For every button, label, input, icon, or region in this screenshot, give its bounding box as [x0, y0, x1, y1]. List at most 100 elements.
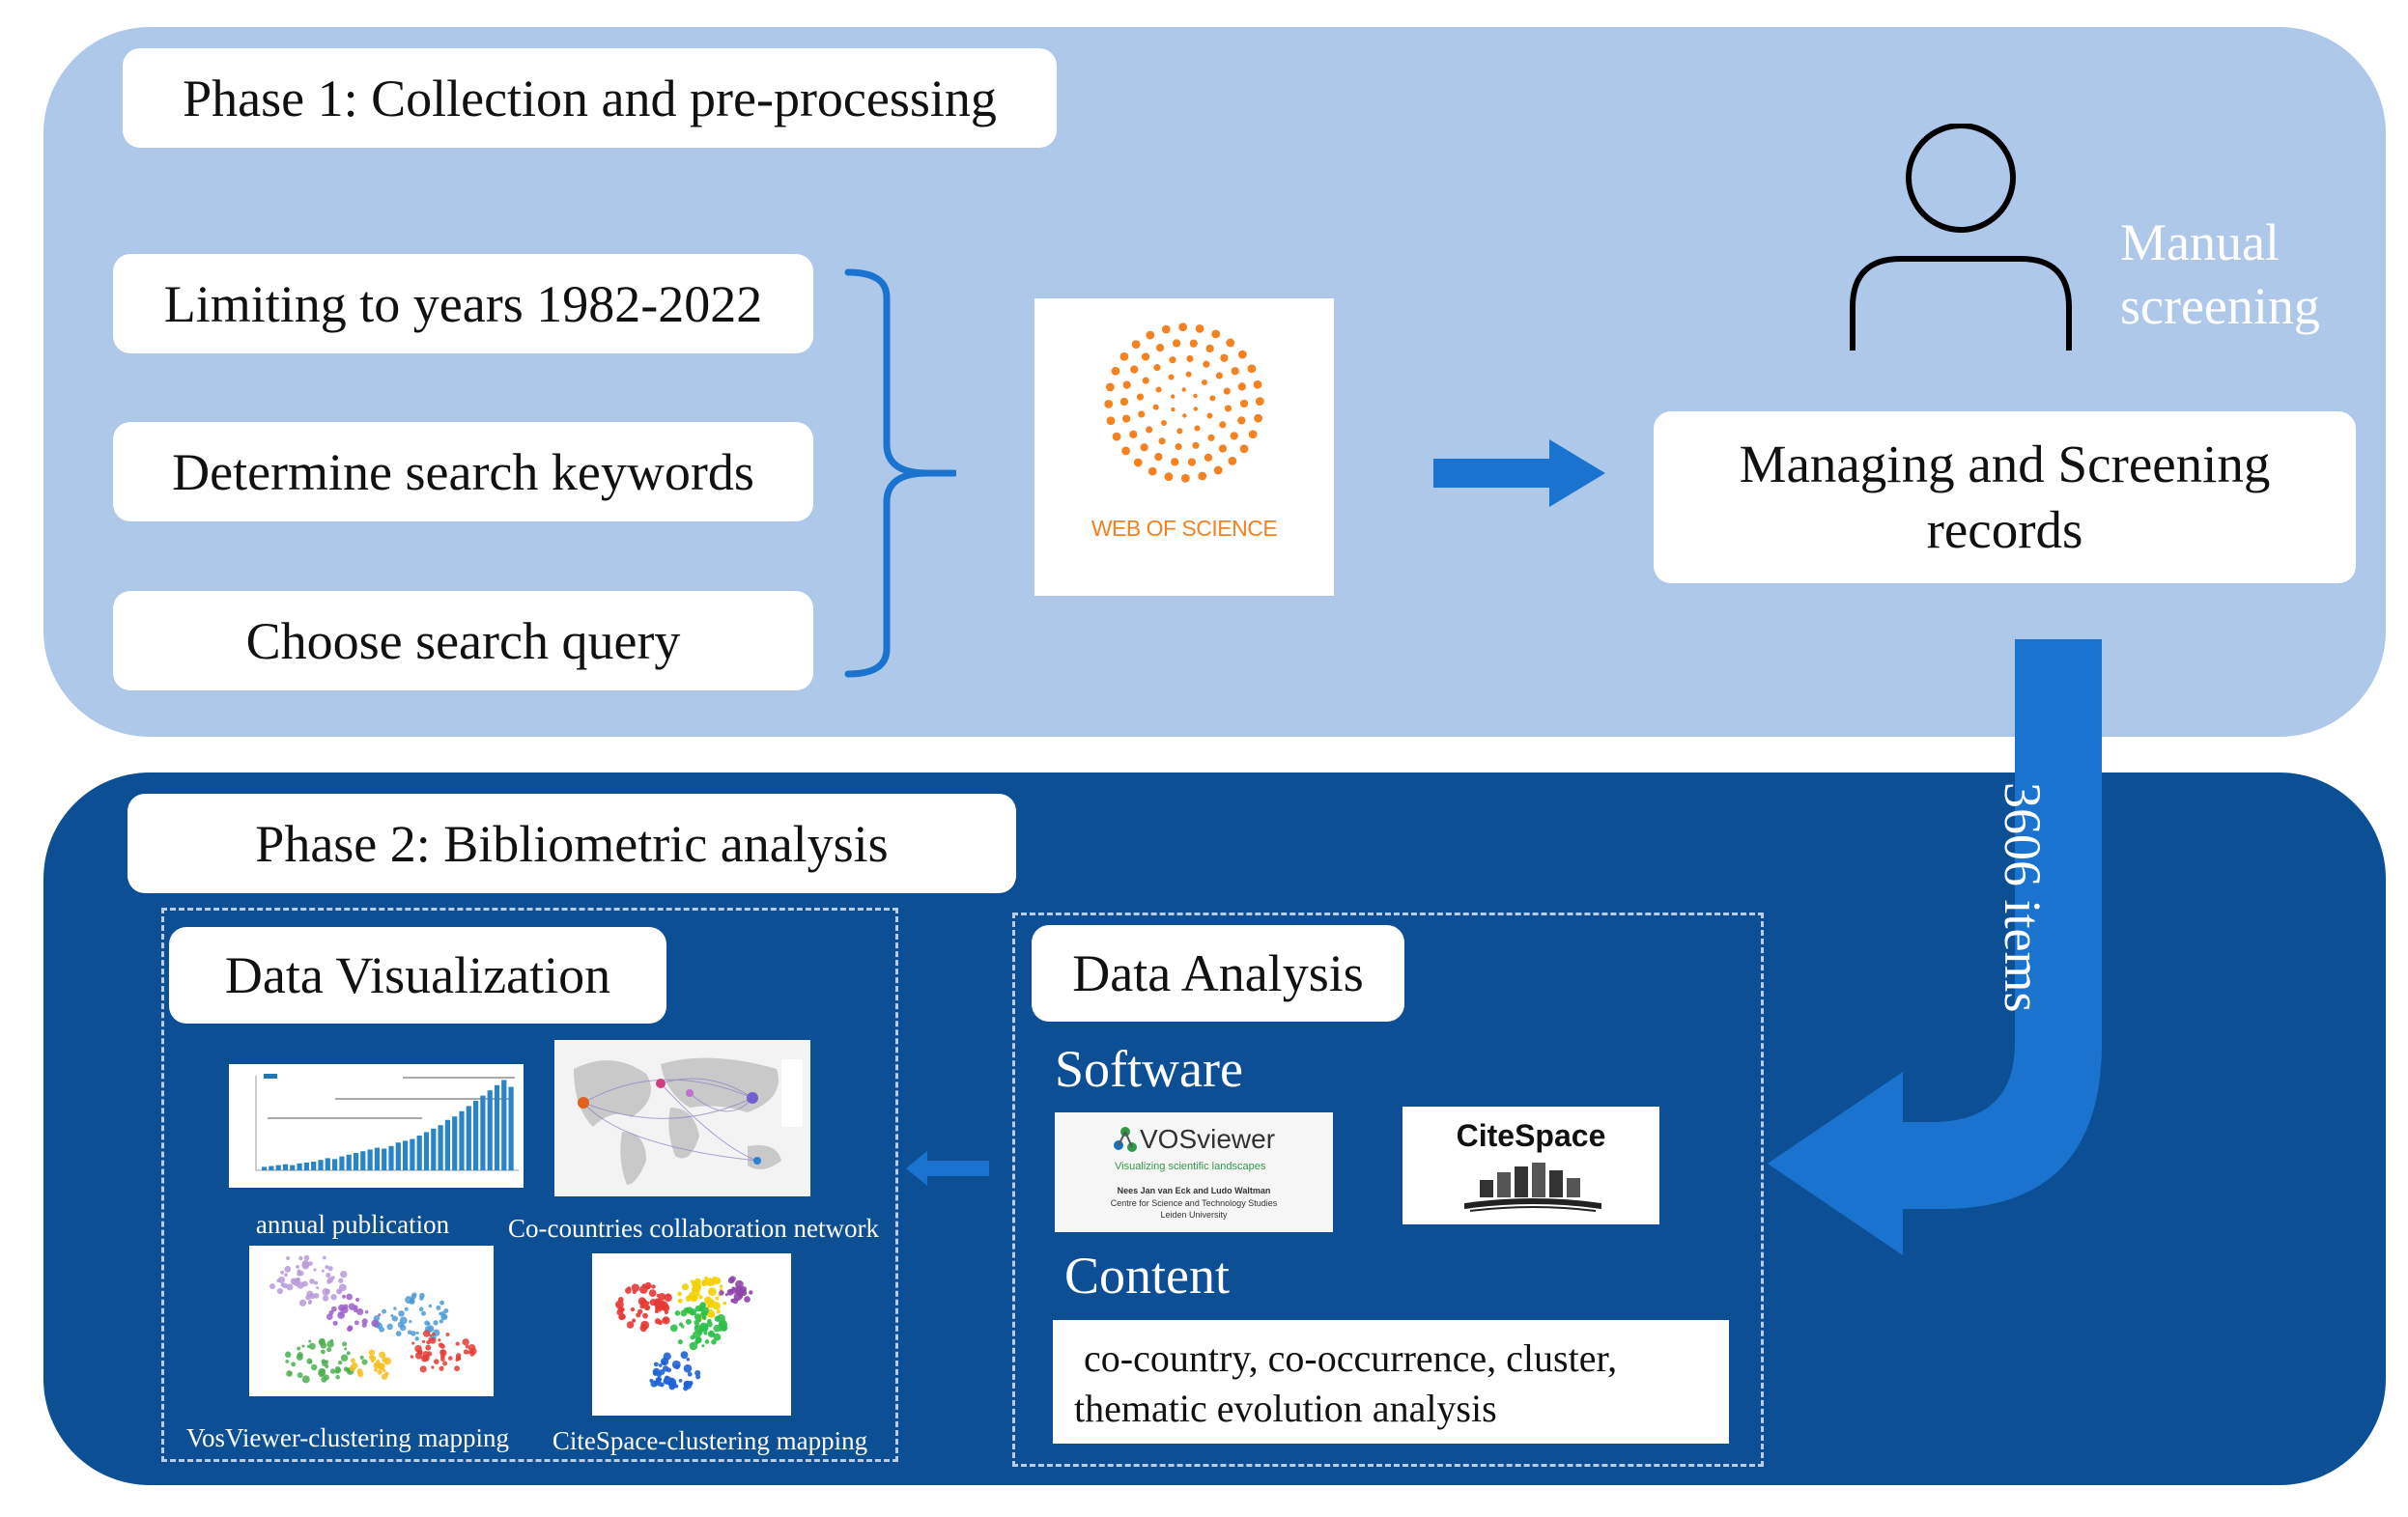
vos-node — [354, 1305, 358, 1310]
wos-dot — [1237, 382, 1246, 391]
cite-node — [655, 1377, 661, 1383]
wos-dot — [1193, 393, 1198, 399]
vos-node — [391, 1315, 398, 1322]
vos-node — [335, 1374, 340, 1380]
cite-node — [646, 1301, 650, 1306]
cite-node — [719, 1290, 724, 1296]
vos-node — [429, 1334, 433, 1337]
vos-node — [384, 1371, 389, 1377]
vos-node — [439, 1365, 444, 1371]
vos-node — [374, 1367, 379, 1372]
cite-node — [701, 1304, 705, 1307]
cite-node — [699, 1306, 703, 1311]
vos-node — [330, 1294, 337, 1301]
wos-dot — [1192, 441, 1200, 449]
vos-node — [414, 1336, 419, 1341]
cite-node — [736, 1289, 744, 1297]
cite-node — [687, 1371, 693, 1377]
cite-node — [704, 1276, 709, 1280]
annual-bar — [494, 1084, 500, 1170]
vos-node — [436, 1305, 441, 1310]
cite-node — [641, 1283, 647, 1288]
cite-node — [666, 1293, 670, 1297]
cite-node — [631, 1318, 637, 1323]
annual-bar — [466, 1106, 471, 1170]
vos-node — [420, 1310, 427, 1316]
web-of-science-logo: WEB OF SCIENCE — [1034, 298, 1334, 596]
vos-node — [411, 1341, 415, 1345]
citespace-cluster-map — [592, 1253, 791, 1416]
wos-dot — [1178, 323, 1188, 332]
wos-dot — [1172, 339, 1181, 348]
vos-node — [431, 1365, 435, 1369]
cite-node — [697, 1319, 701, 1323]
annual-bar — [487, 1090, 493, 1170]
cite-node — [708, 1278, 716, 1286]
vos-node — [469, 1351, 475, 1357]
cite-node — [694, 1313, 702, 1321]
wos-dot — [1189, 339, 1198, 348]
vos-node — [347, 1325, 354, 1332]
vos-node — [433, 1359, 439, 1364]
cite-node — [726, 1288, 734, 1296]
annual-bar — [452, 1116, 458, 1170]
vosviewer-cluster-map — [249, 1246, 494, 1396]
vos-node — [409, 1319, 412, 1324]
vos-node — [382, 1308, 387, 1314]
cite-node — [677, 1339, 683, 1345]
items-count-label: 3606 items — [1994, 782, 2052, 1013]
cite-node — [642, 1312, 648, 1319]
vos-node — [342, 1341, 348, 1347]
cite-node — [654, 1369, 659, 1374]
vos-node — [454, 1365, 460, 1372]
vos-node — [356, 1307, 364, 1316]
cite-node — [735, 1279, 744, 1289]
vos-node — [322, 1255, 326, 1260]
vos-node — [316, 1286, 320, 1290]
vos-node — [284, 1351, 292, 1359]
cite-node — [662, 1316, 670, 1325]
vos-node — [386, 1323, 393, 1331]
vos-node — [277, 1276, 286, 1284]
vos-node — [438, 1338, 441, 1342]
wos-dot — [1220, 353, 1229, 362]
cite-node — [711, 1338, 717, 1345]
vos-node — [282, 1282, 289, 1289]
cite-node — [668, 1384, 675, 1391]
vos-node — [326, 1340, 334, 1348]
vos-node — [320, 1368, 325, 1372]
cite-node — [716, 1309, 721, 1314]
vos-node — [297, 1271, 302, 1277]
annual-bar — [269, 1166, 274, 1170]
annual-bar — [508, 1086, 514, 1170]
cite-node — [664, 1293, 672, 1303]
annual-bar — [423, 1132, 430, 1170]
wos-dot — [1104, 399, 1114, 408]
vos-node — [338, 1278, 344, 1283]
vos-node — [361, 1359, 368, 1365]
cite-node — [631, 1283, 640, 1293]
vos-node — [419, 1296, 424, 1301]
wos-dot — [1201, 379, 1208, 386]
vos-node — [440, 1357, 445, 1362]
vos-node — [285, 1359, 290, 1363]
annual-bar — [473, 1101, 479, 1170]
vos-node — [409, 1298, 415, 1304]
wos-dot — [1215, 372, 1223, 379]
vos-node — [382, 1368, 386, 1373]
wos-dot — [1130, 365, 1139, 374]
vosviewer-name: VOSviewer — [1140, 1124, 1276, 1154]
cite-node — [626, 1321, 635, 1329]
cite-node — [663, 1379, 668, 1385]
citespace-logo: CiteSpace — [1402, 1107, 1659, 1224]
annual-bar — [501, 1080, 507, 1170]
vos-node — [284, 1265, 292, 1273]
vosviewer-credit-1: Nees Jan van Eck and Ludo Waltman — [1117, 1186, 1271, 1195]
wos-dot — [1119, 397, 1129, 407]
vos-node — [339, 1312, 343, 1316]
wos-dot — [1131, 340, 1141, 350]
vos-node — [439, 1300, 444, 1306]
vos-node — [344, 1347, 348, 1351]
vos-node — [426, 1322, 431, 1326]
wos-dot — [1171, 407, 1176, 412]
